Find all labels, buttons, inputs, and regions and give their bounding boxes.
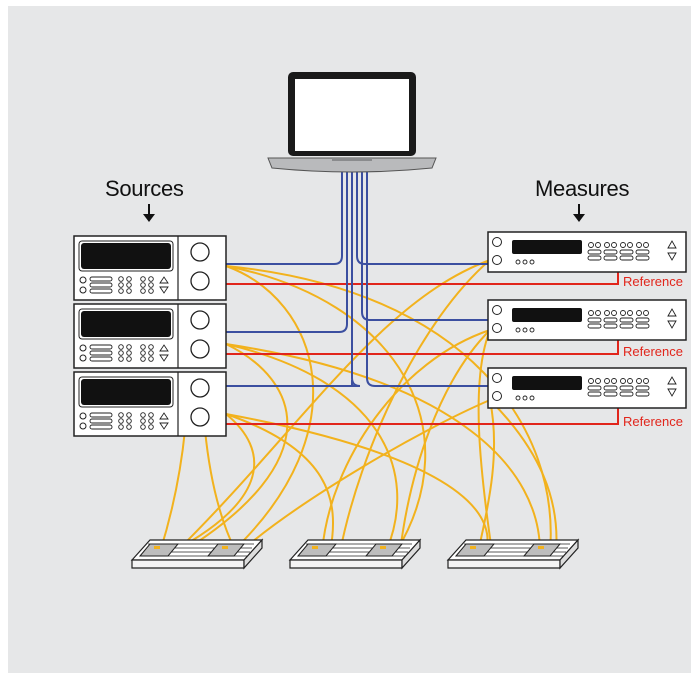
reference-label-1: Reference <box>623 274 683 289</box>
measure-instrument-3 <box>487 367 687 409</box>
down-arrows <box>143 204 585 222</box>
output-terminal-icon <box>190 242 210 262</box>
device-fixture-2 <box>288 538 422 570</box>
sources-label: Sources <box>105 176 184 201</box>
device-fixture-3 <box>446 538 580 570</box>
reference-label-2: Reference <box>623 344 683 359</box>
bus-lines <box>226 172 488 387</box>
reference-lines <box>226 268 619 425</box>
measure-instrument-2 <box>487 299 687 341</box>
laptop-icon <box>267 72 437 173</box>
source-instrument-2 <box>73 303 227 369</box>
measures-label: Measures <box>535 176 630 201</box>
source-instruments <box>73 235 227 437</box>
reference-label-3: Reference <box>623 414 683 429</box>
output-terminal-icon <box>190 339 210 359</box>
source-instrument-1 <box>73 235 227 301</box>
device-fixture-1 <box>130 538 264 570</box>
output-terminal-icon <box>190 310 210 330</box>
measure-instruments <box>487 231 687 409</box>
source-instrument-3 <box>73 371 227 437</box>
output-terminal-icon <box>190 407 210 427</box>
output-terminal-icon <box>190 271 210 291</box>
measure-instrument-1 <box>487 231 687 273</box>
output-terminal-icon <box>190 378 210 398</box>
device-fixtures <box>130 538 580 570</box>
